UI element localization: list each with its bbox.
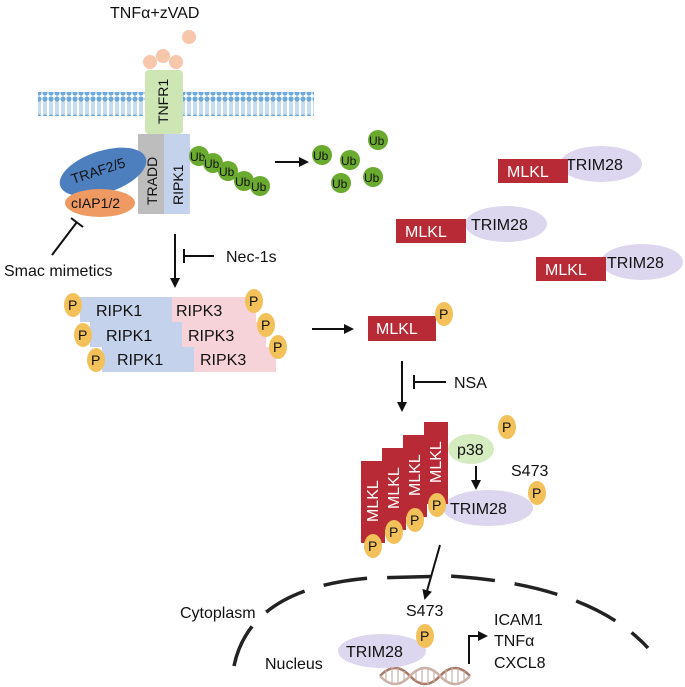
translocation-arrow [422, 544, 441, 600]
svg-text:RIPK1: RIPK1 [117, 352, 163, 369]
svg-text:P: P [439, 306, 448, 322]
mlkl-oligomer: MLKL MLKL MLKL MLKL P P P P [361, 422, 448, 558]
free-ubiquitin: Ub Ub Ub Ub Ub [312, 130, 388, 193]
svg-text:TRIM28: TRIM28 [346, 644, 403, 661]
cytoplasm-label: Cytoplasm [180, 605, 256, 622]
svg-text:Smac mimetics: Smac mimetics [4, 263, 112, 280]
svg-text:Ub: Ub [219, 165, 235, 179]
svg-text:Ub: Ub [204, 157, 220, 171]
necrosome-row: RIPK1 RIPK3 P P [74, 313, 275, 347]
svg-text:P: P [68, 297, 77, 313]
svg-text:MLKL: MLKL [405, 224, 447, 241]
svg-text:RIPK3: RIPK3 [188, 328, 234, 345]
mlkl-trim28-complex: TRIM28 MLKL [396, 206, 547, 243]
nsa-inhibition: NSA [413, 375, 487, 392]
svg-text:RIPK1: RIPK1 [106, 328, 152, 345]
svg-text:Ub: Ub [190, 150, 206, 164]
svg-text:MLKL: MLKL [376, 321, 418, 338]
gene-label: CXCL8 [494, 655, 546, 672]
gene-label: TNFα [494, 633, 534, 650]
svg-text:RIPK3: RIPK3 [200, 352, 246, 369]
mlkl-trim28-complex: TRIM28 MLKL [536, 244, 683, 281]
svg-text:TRADD: TRADD [144, 157, 160, 205]
necrosome: RIPK1 RIPK3 P P RIPK1 RIPK3 P P RIPK1 RI… [64, 289, 287, 372]
svg-text:P: P [249, 293, 258, 309]
ubiquitin-chain: Ub Ub Ub Ub Ub [189, 146, 270, 196]
svg-text:Ub: Ub [364, 171, 380, 185]
nucleus-label: Nucleus [265, 656, 323, 673]
svg-text:P: P [389, 524, 398, 540]
svg-text:cIAP1/2: cIAP1/2 [71, 195, 120, 211]
smac-mimetics-inhibition: Smac mimetics [4, 217, 112, 280]
svg-text:P: P [273, 339, 282, 355]
svg-text:MLKL: MLKL [507, 164, 549, 181]
svg-text:P: P [261, 317, 270, 333]
svg-text:Ub: Ub [251, 180, 267, 194]
ciap1-2: cIAP1/2 [65, 189, 135, 217]
svg-text:Nec-1s: Nec-1s [226, 249, 277, 266]
svg-text:P: P [532, 485, 541, 501]
svg-text:P: P [420, 628, 429, 644]
svg-text:S473: S473 [406, 603, 443, 620]
svg-text:TRIM28: TRIM28 [450, 501, 507, 518]
svg-text:P: P [78, 327, 87, 343]
svg-text:MLKL: MLKL [386, 467, 403, 509]
svg-text:Ub: Ub [369, 134, 385, 148]
nec1s-inhibition: Nec-1s [183, 249, 277, 266]
svg-text:RIPK1: RIPK1 [96, 303, 142, 320]
stimulus-label: TNFα+zVAD [110, 5, 199, 22]
gene-label: ICAM1 [494, 612, 543, 629]
svg-text:MLKL: MLKL [365, 480, 382, 522]
trim28-s473-site: S473 P [511, 463, 548, 505]
svg-text:P: P [91, 352, 100, 368]
svg-text:P: P [410, 512, 419, 528]
tradd: TRADD [138, 134, 164, 214]
svg-text:S473: S473 [511, 463, 548, 480]
svg-text:MLKL: MLKL [428, 441, 445, 483]
svg-text:TNFR1: TNFR1 [155, 79, 171, 124]
svg-text:p38: p38 [457, 442, 484, 459]
svg-text:Ub: Ub [235, 175, 251, 189]
svg-text:Ub: Ub [313, 149, 329, 163]
svg-text:RIPK1: RIPK1 [170, 164, 186, 205]
trim28-nuclear: TRIM28 S473 P [338, 603, 443, 668]
necrosome-row: RIPK1 RIPK3 P P [87, 335, 287, 372]
transcription-arrow [468, 631, 488, 664]
trim28-cytoplasm: TRIM28 [443, 490, 533, 526]
svg-text:NSA: NSA [454, 375, 487, 392]
svg-text:Ub: Ub [332, 177, 348, 191]
svg-text:RIPK3: RIPK3 [176, 303, 222, 320]
svg-text:TRIM28: TRIM28 [566, 157, 623, 174]
target-genes: ICAM1 TNFα CXCL8 [494, 612, 546, 672]
necrosome-row: RIPK1 RIPK3 P P [64, 289, 263, 322]
ripk1-complex-i: RIPK1 [164, 134, 190, 214]
mlkl-trim28-complex: TRIM28 MLKL [498, 146, 642, 183]
svg-text:P: P [368, 538, 377, 554]
tnfr1-receptor: TNFR1 [145, 70, 183, 134]
p38-kinase: p38 P [448, 415, 516, 464]
phospho-mlkl: MLKL P [368, 302, 453, 341]
svg-text:P: P [502, 419, 511, 435]
dna-helix [379, 666, 471, 686]
svg-text:TRIM28: TRIM28 [607, 255, 664, 272]
svg-text:MLKL: MLKL [545, 262, 587, 279]
tnf-ligand [143, 30, 196, 69]
nuclear-envelope [232, 574, 650, 667]
svg-text:MLKL: MLKL [407, 454, 424, 496]
svg-text:P: P [432, 497, 441, 513]
svg-text:Ub: Ub [341, 154, 357, 168]
svg-text:TRIM28: TRIM28 [471, 217, 528, 234]
